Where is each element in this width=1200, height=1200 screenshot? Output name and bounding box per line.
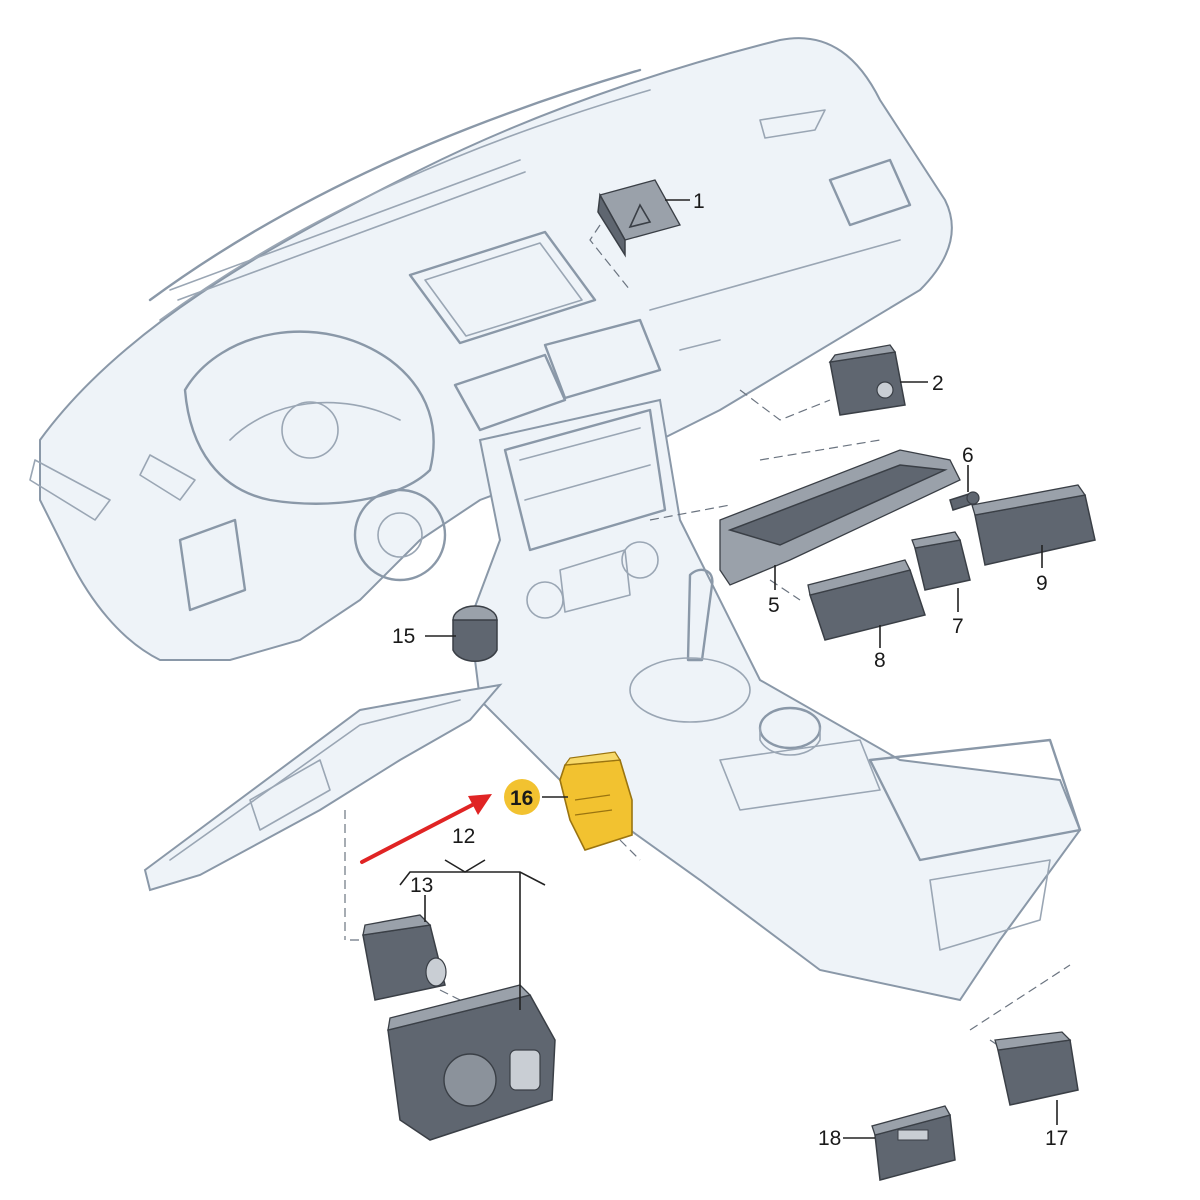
callout-7: 7 <box>952 615 964 638</box>
part-7-switch <box>911 531 971 591</box>
callout-1: 1 <box>693 190 705 213</box>
callout-15: 15 <box>392 625 415 648</box>
red-arrow <box>360 794 492 864</box>
part-8-switch-panel <box>807 559 926 641</box>
callout-13: 13 <box>410 874 433 897</box>
part-1-hazard-switch <box>597 179 681 258</box>
leader-lines <box>399 199 1058 1139</box>
center-console-outline <box>468 398 1082 1002</box>
part-13-module <box>362 914 447 1001</box>
part-18-switch <box>871 1105 956 1181</box>
callout-18: 18 <box>818 1127 841 1150</box>
callout-17: 17 <box>1045 1127 1068 1150</box>
part-12-light-switch <box>387 984 556 1141</box>
part-15-ignition-lock <box>452 605 498 662</box>
part-6-screw <box>949 491 980 511</box>
callout-9: 9 <box>1036 572 1048 595</box>
part-5-bracket <box>719 449 961 586</box>
part-17-switch <box>994 1031 1079 1106</box>
hazard-triangle-icon <box>628 203 652 229</box>
callout-5: 5 <box>768 594 780 617</box>
callout-12: 12 <box>452 825 475 848</box>
part-16-highlighted-switch <box>559 751 633 851</box>
part-9-switch-panel <box>971 484 1096 566</box>
callout-6: 6 <box>962 444 974 467</box>
lower-dash-trim <box>143 683 503 892</box>
callout-16: 16 <box>510 787 533 810</box>
callout-8: 8 <box>874 649 886 672</box>
dashboard-outline <box>29 37 953 661</box>
highlight-badge <box>504 779 540 815</box>
callout-2: 2 <box>932 372 944 395</box>
part-2-switch <box>828 344 906 416</box>
